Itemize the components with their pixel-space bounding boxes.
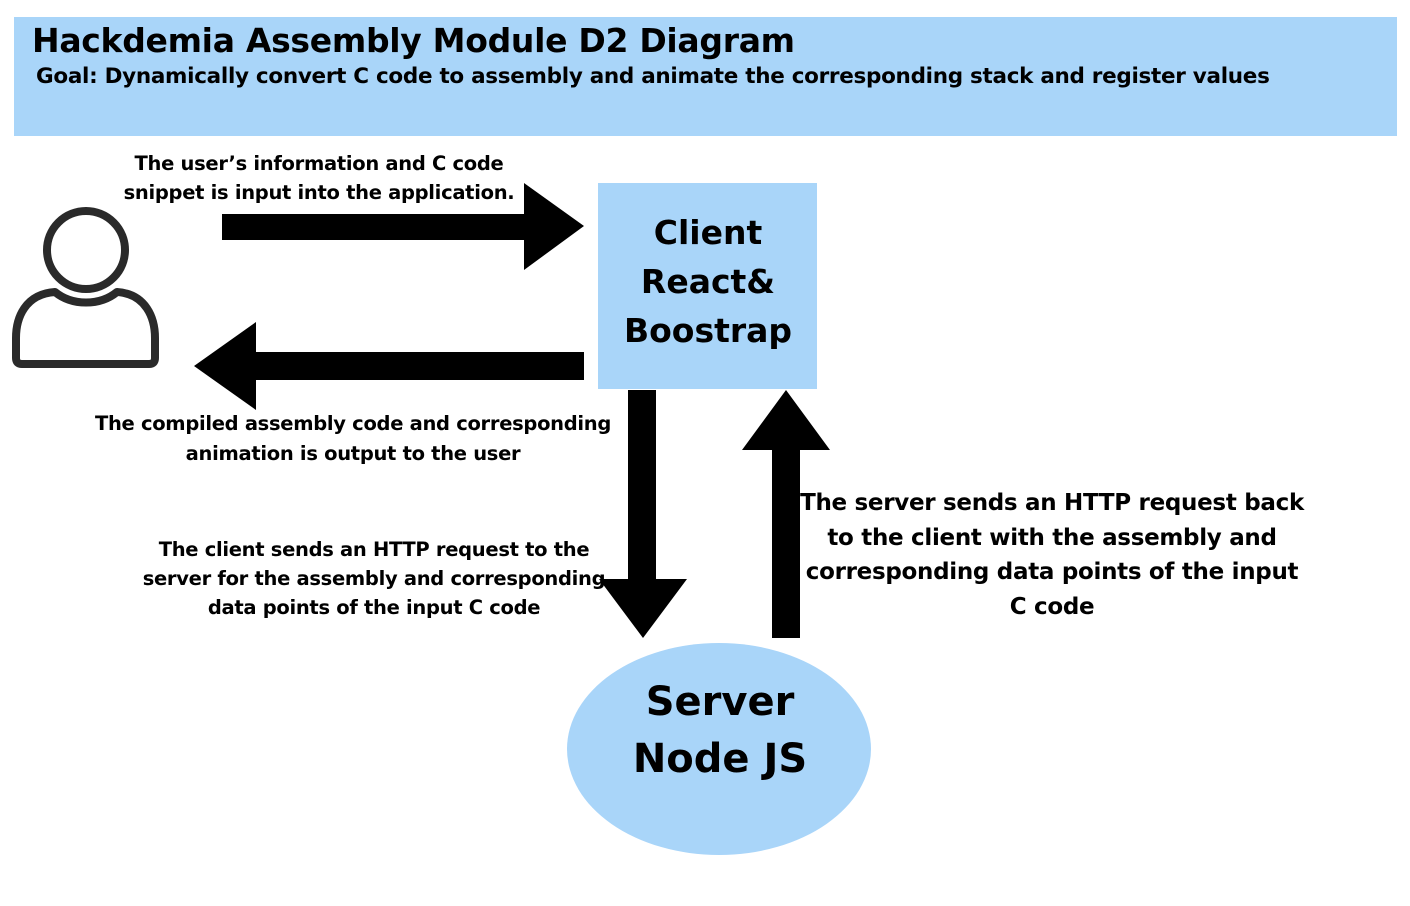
- server-node: [567, 643, 871, 855]
- client-node: [598, 183, 817, 389]
- arrow-user-to-client: [222, 183, 584, 270]
- edge-label-client-to-server: The client sends an HTTP request to the …: [142, 538, 606, 619]
- server-label-line-1: Server: [645, 679, 795, 725]
- header-banner: Hackdemia Assembly Module D2 Diagram Goa…: [14, 17, 1397, 136]
- client-label-line-3: Boostrap: [623, 311, 793, 350]
- edge-label-user-to-client: The user’s information and C code snippe…: [123, 152, 515, 204]
- server-label-line-2: Node JS: [632, 736, 808, 782]
- edge-label-server-to-client: The server sends an HTTP request back to…: [800, 490, 1304, 620]
- arrow-client-to-server: [599, 390, 687, 638]
- diagram-title: Hackdemia Assembly Module D2 Diagram: [32, 21, 795, 60]
- client-label-line-2: React&: [640, 262, 776, 301]
- arrow-server-to-client: [742, 390, 830, 638]
- edge-label-client-to-user: The compiled assembly code and correspon…: [94, 412, 612, 465]
- user-icon: [12, 207, 159, 368]
- client-node-label: Client React& Boostrap: [598, 208, 818, 355]
- diagram-goal: Goal: Dynamically convert C code to asse…: [36, 64, 1270, 89]
- server-node-label: Server Node JS: [568, 674, 872, 788]
- client-label-line-1: Client: [653, 213, 763, 252]
- arrow-client-to-user: [194, 322, 584, 410]
